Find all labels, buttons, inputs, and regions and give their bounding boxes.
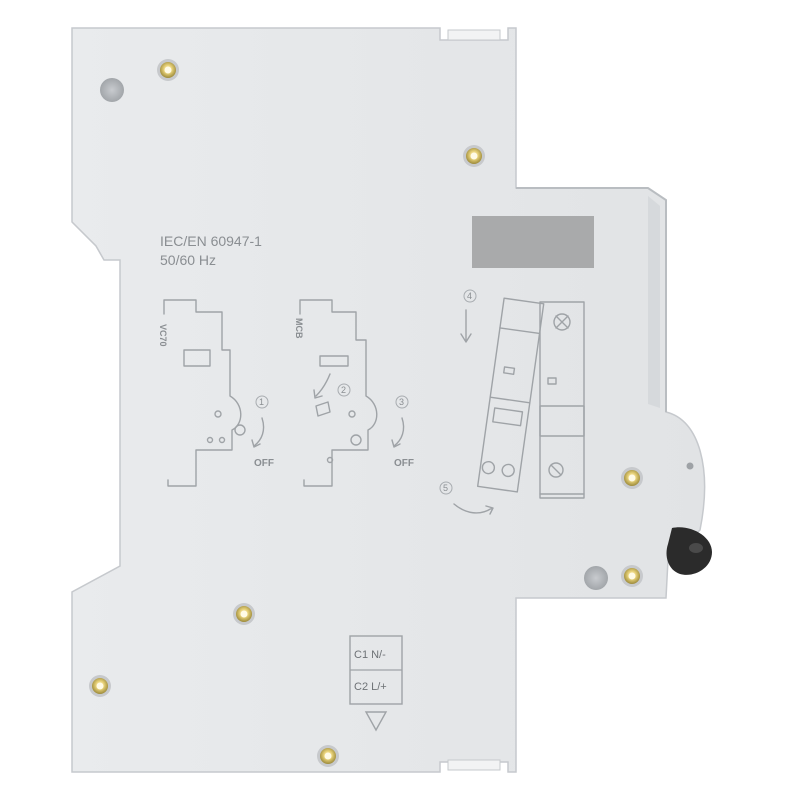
standard-label: IEC/EN 60947-1: [160, 233, 262, 249]
mounting-hole-top: [100, 78, 124, 102]
off-label-left: OFF: [254, 458, 274, 469]
frequency-label: 50/60 Hz: [160, 252, 216, 268]
step-4: 4: [467, 291, 472, 301]
black-lever: [666, 527, 712, 575]
terminal-c1: C1 N/-: [354, 649, 386, 661]
mcb-label: MCB: [294, 318, 304, 339]
off-label-right: OFF: [394, 458, 414, 469]
mounting-hole-bottom: [584, 566, 608, 590]
housing-left-notch: [71, 221, 105, 261]
step-3: 3: [399, 397, 404, 407]
step-1: 1: [259, 397, 264, 407]
top-slot: [447, 29, 501, 41]
diagram-mcb: MCB 2 3 OFF: [294, 299, 414, 487]
terminal-c2: C2 L/+: [354, 681, 387, 693]
bottom-slot: [447, 759, 501, 771]
housing-right-face: [648, 196, 660, 408]
earth-triangle-icon: [364, 711, 388, 732]
step-5: 5: [443, 483, 448, 493]
step-2: 2: [341, 385, 346, 395]
housing-step-edge: [516, 187, 667, 412]
diagram-assembly: 4 5: [439, 289, 585, 515]
diagram-vc70: VC70 1 OFF: [158, 299, 274, 487]
rating-label-patch: [472, 216, 594, 268]
vc70-label: VC70: [158, 324, 168, 347]
terminal-box: C1 N/- C2 L/+: [349, 635, 403, 732]
rivets: [89, 59, 643, 767]
housing-body: [71, 27, 706, 773]
lobe-pin: [686, 462, 694, 470]
